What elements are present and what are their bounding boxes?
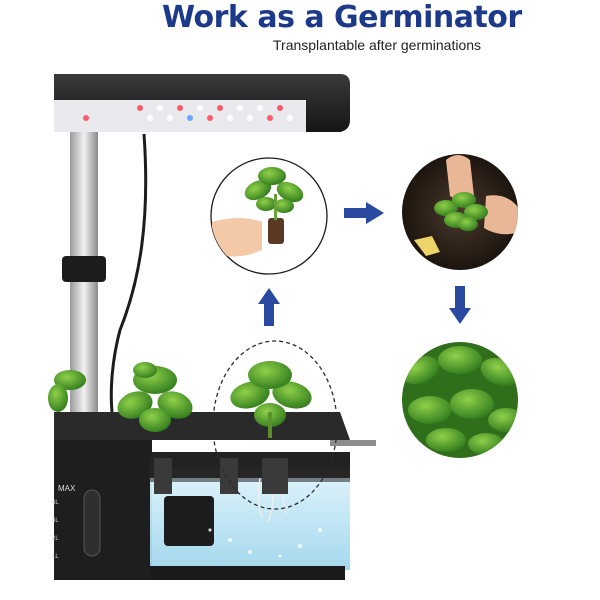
- arrow-right-icon: [344, 202, 384, 224]
- scale-mark: 2L: [52, 536, 59, 542]
- power-cable: [109, 133, 148, 413]
- scale-mark: 4L: [52, 500, 59, 506]
- highlight-dashed-outline: [212, 340, 338, 510]
- garden-base: [54, 412, 376, 580]
- scale-mark: 3L: [52, 518, 59, 524]
- max-label: MAX: [58, 484, 76, 493]
- led-array: [83, 105, 293, 121]
- grow-lamp: [54, 74, 350, 132]
- basil-plant-left: [48, 370, 86, 412]
- step-circle-planting: [402, 154, 518, 270]
- scale-mark: 1L: [52, 554, 59, 560]
- page-subtitle: Transplantable after germinations: [273, 37, 482, 53]
- arrow-down-icon: [449, 286, 471, 324]
- step-circle-seedling: [210, 157, 328, 275]
- basil-plant-right: [230, 361, 312, 438]
- step-circle-grown: [402, 342, 518, 458]
- arrow-up-icon: [258, 288, 280, 326]
- page-title: Work as a Germinator: [162, 0, 522, 35]
- basil-plant-middle: [117, 362, 193, 432]
- pole-clamp: [62, 256, 106, 282]
